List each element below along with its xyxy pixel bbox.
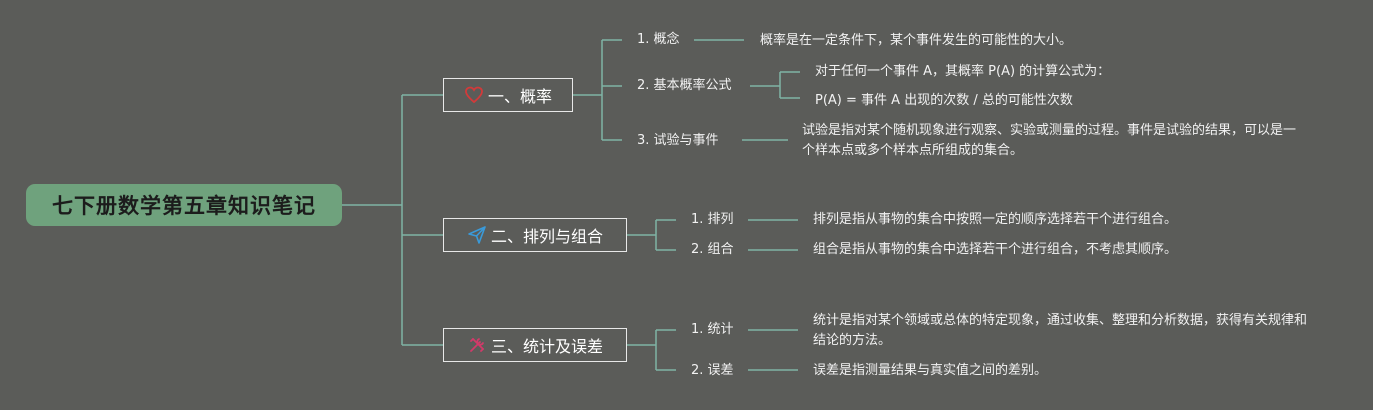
- branch-label: 三、统计及误差: [490, 337, 603, 356]
- desc-concept: 概率是在一定条件下，某个事件发生的可能性的大小。: [760, 33, 1073, 48]
- leaf-basic-formula[interactable]: 2. 基本概率公式: [637, 78, 732, 93]
- desc-statistics: 统计是指对某个领域或总体的特定现象，通过收集、整理和分析数据，获得有关规律和结论…: [813, 313, 1308, 348]
- branch-probability[interactable]: 一、概率: [443, 78, 573, 112]
- leaf-combination[interactable]: 2. 组合: [691, 242, 734, 257]
- root-title: 七下册数学第五章知识笔记: [52, 194, 316, 218]
- leaf-concept[interactable]: 1. 概念: [637, 32, 680, 47]
- leaf-statistics[interactable]: 1. 统计: [691, 322, 734, 337]
- desc-formula-intro: 对于任何一个事件 A，其概率 P(A) 的计算公式为：: [815, 64, 1111, 79]
- heart-icon: [464, 85, 484, 105]
- leaf-error[interactable]: 2. 误差: [691, 363, 734, 378]
- desc-error: 误差是指测量结果与真实值之间的差别。: [813, 363, 1048, 378]
- desc-trial-event: 试验是指对某个随机现象进行观察、实验或测量的过程。事件是试验的结果，可以是一个样…: [802, 123, 1297, 158]
- branch-statistics-error[interactable]: 三、统计及误差: [443, 328, 627, 362]
- branch-permutation-combination[interactable]: 二、排列与组合: [443, 218, 627, 252]
- desc-formula: P(A) = 事件 A 出现的次数 / 总的可能性次数: [815, 93, 1073, 108]
- leaf-permutation[interactable]: 1. 排列: [691, 212, 734, 227]
- branch-label: 二、排列与组合: [490, 227, 603, 246]
- desc-combination: 组合是指从事物的集合中选择若干个进行组合，不考虑其顺序。: [813, 242, 1178, 257]
- leaf-trial-event[interactable]: 3. 试验与事件: [637, 133, 719, 148]
- desc-permutation: 排列是指从事物的集合中按照一定的顺序选择若干个进行组合。: [813, 212, 1178, 227]
- branch-label: 一、概率: [487, 87, 552, 106]
- tools-icon: [467, 335, 487, 355]
- paper-plane-icon: [467, 225, 487, 245]
- root-node[interactable]: 七下册数学第五章知识笔记: [26, 184, 342, 226]
